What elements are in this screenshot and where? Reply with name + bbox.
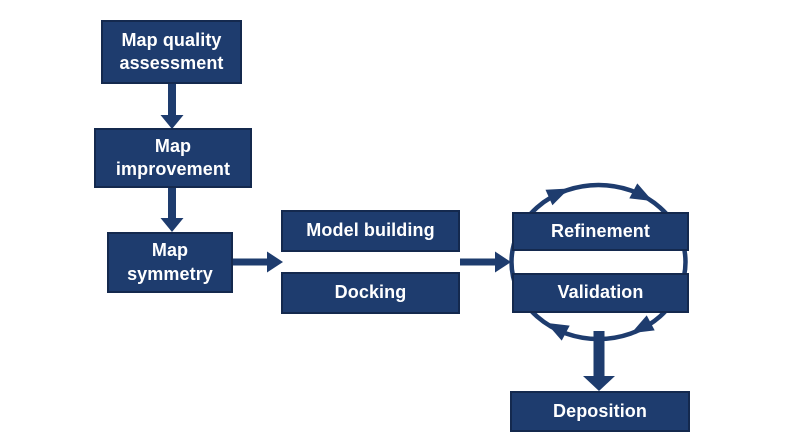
arrow-improvement-to-symmetry: [160, 188, 184, 232]
node-label-line: symmetry: [127, 263, 213, 284]
node-map-symmetry: Map symmetry: [107, 232, 233, 293]
node-label-line: Refinement: [550, 220, 650, 241]
arrow-quality-to-improvement: [160, 84, 184, 129]
node-label-line: improvement: [115, 159, 231, 179]
node-label-line: Model building: [306, 220, 435, 241]
arrow-cycle-to-deposition: [583, 331, 615, 391]
cycle-arrowhead-top-right: [629, 183, 653, 202]
cycle-arrowhead-bottom-left: [546, 322, 570, 341]
node-label-line: Map: [154, 135, 192, 156]
node-label-line: Map: [151, 240, 189, 261]
node-label-line: Docking: [334, 282, 407, 303]
node-docking: Docking: [281, 272, 460, 314]
node-label-line: Validation: [557, 282, 644, 303]
node-map-quality-assessment: Map quality assessment: [101, 20, 242, 84]
cycle-gap-mask: [517, 251, 680, 273]
arrow-symmetry-to-modelbuilding: [233, 251, 283, 273]
node-model-building: Model building: [281, 210, 460, 252]
node-label-line: assessment: [119, 53, 224, 73]
node-deposition: Deposition: [510, 391, 690, 432]
arrow-modelbuilding-to-refinement: [460, 251, 511, 273]
node-validation: Validation: [512, 273, 689, 313]
node-label-line: Map quality: [121, 29, 222, 50]
cycle-arrowhead-bottom-right: [631, 315, 655, 334]
node-map-improvement: Map improvement: [94, 128, 252, 188]
node-label-line: Deposition: [553, 400, 647, 421]
node-refinement: Refinement: [512, 212, 689, 251]
cycle-arrowhead-top-left: [545, 188, 570, 206]
